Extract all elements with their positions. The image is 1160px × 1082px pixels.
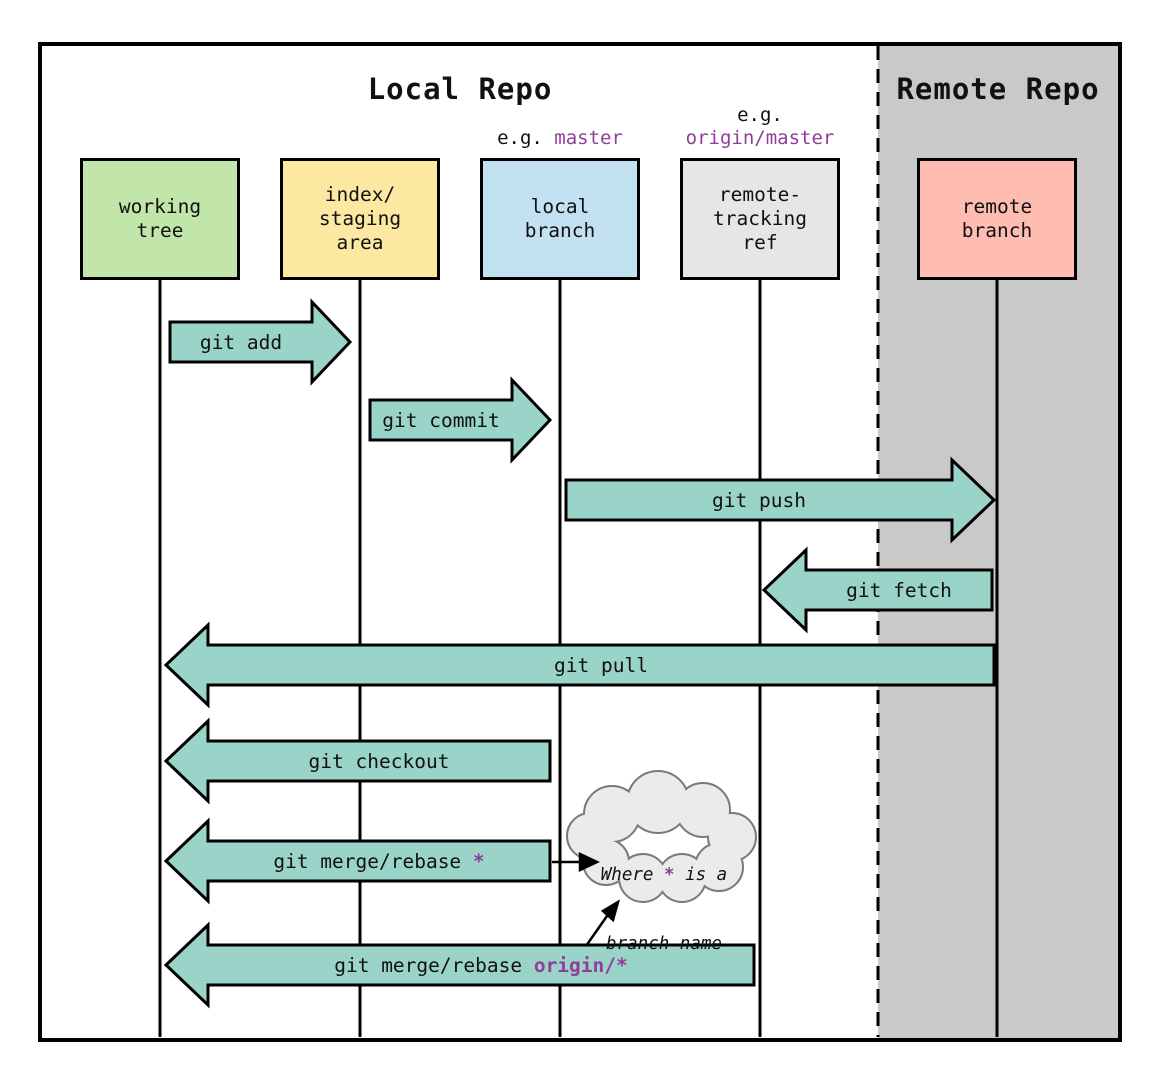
- cloud-pointer-diagonal-head: [600, 899, 621, 923]
- git-merge-star-label: git merge/rebase *: [273, 849, 485, 873]
- git-merge-origin-arrow: [163, 921, 756, 1009]
- cloud-note: Where * is a branch name: [564, 818, 764, 979]
- cloud-pointer-horizontal-head: [578, 852, 600, 872]
- git-fetch-label: git fetch: [846, 578, 952, 602]
- git-merge-star-arrow: [163, 817, 552, 905]
- git-commit-label: git commit: [382, 408, 500, 432]
- remote-branch-box: remote branch: [917, 158, 1077, 280]
- star-token: *: [472, 849, 485, 873]
- local-repo-title: Local Repo: [367, 72, 553, 106]
- remote-tracking-box: remote- tracking ref: [680, 158, 840, 280]
- cloud-star-token: *: [663, 865, 675, 885]
- git-checkout-label: git checkout: [308, 749, 450, 773]
- cloud-callout: [566, 770, 757, 903]
- local-branch-box: local branch: [480, 158, 640, 280]
- cloud-note-line1: Where * is a: [600, 865, 728, 885]
- cloud-pointer-diagonal: [584, 915, 609, 947]
- eg-master: master: [554, 127, 623, 149]
- git-fetch-arrow: [761, 546, 994, 634]
- eg-prefix: e.g.: [497, 127, 555, 149]
- origin-star-token: origin/*: [533, 953, 628, 977]
- git-add-arrow: [168, 298, 353, 386]
- git-commit-arrow: [368, 376, 553, 464]
- remote-repo-title: Remote Repo: [896, 72, 1100, 106]
- remote-tracking-example-label: e.g.origin/master: [660, 104, 860, 150]
- git-merge-origin-label: git merge/rebase origin/*: [334, 953, 628, 977]
- git-checkout-arrow: [163, 717, 552, 805]
- cloud-note-line2: branch name: [606, 934, 722, 954]
- git-push-arrow: [564, 456, 997, 544]
- git-push-label: git push: [712, 488, 806, 512]
- index-staging-box: index/ staging area: [280, 158, 440, 280]
- cloud-pointers: [552, 852, 621, 947]
- git-pull-label: git pull: [554, 653, 648, 677]
- git-add-label: git add: [199, 330, 283, 354]
- working-tree-box: working tree: [80, 158, 240, 280]
- git-pull-arrow: [163, 621, 996, 709]
- eg-prefix: e.g.: [737, 104, 783, 126]
- eg-origin-master: origin/master: [685, 127, 835, 149]
- local-branch-example-label: e.g. master: [460, 127, 660, 150]
